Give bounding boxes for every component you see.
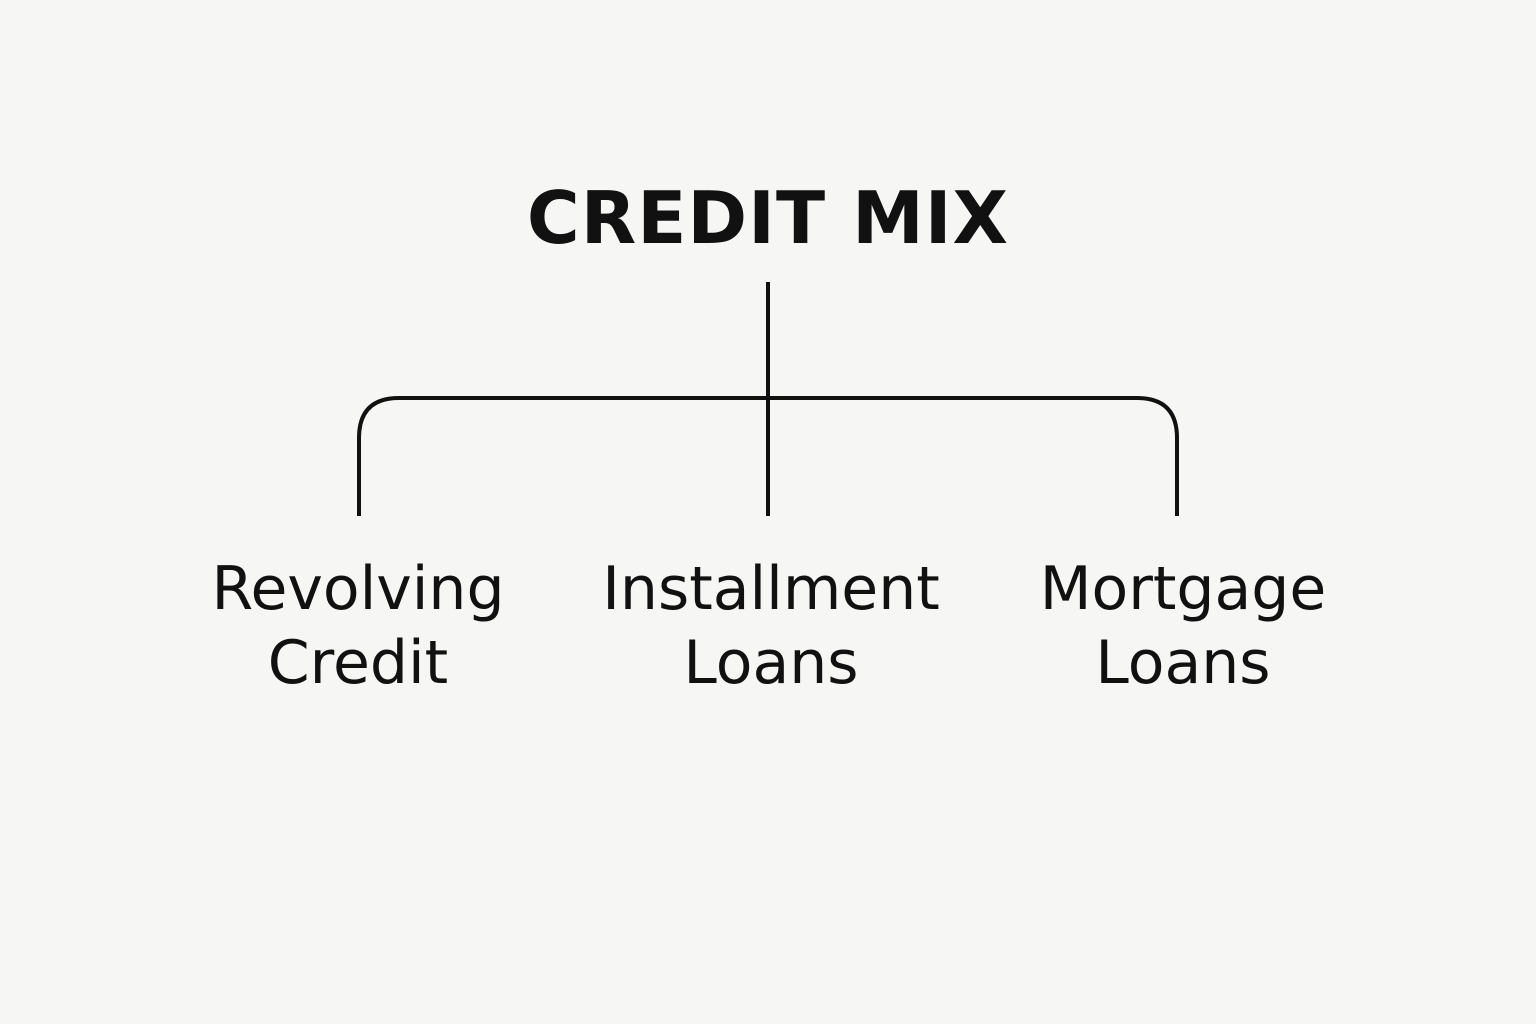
node-label-line2: Loans [1095, 628, 1271, 698]
node-mortgage-loans: Mortgage Loans [973, 552, 1393, 700]
node-revolving-credit: Revolving Credit [148, 552, 568, 700]
diagram-title: CREDIT MIX [526, 176, 1010, 260]
node-label-line2: Loans [683, 628, 859, 698]
node-label-line2: Credit [267, 628, 449, 698]
node-label-line1: Mortgage [1039, 554, 1327, 624]
node-label-line1: Installment [602, 554, 940, 624]
node-installment-loans: Installment Loans [561, 552, 981, 700]
node-label-line1: Revolving [211, 554, 505, 624]
branch-bracket-line [357, 396, 1179, 516]
